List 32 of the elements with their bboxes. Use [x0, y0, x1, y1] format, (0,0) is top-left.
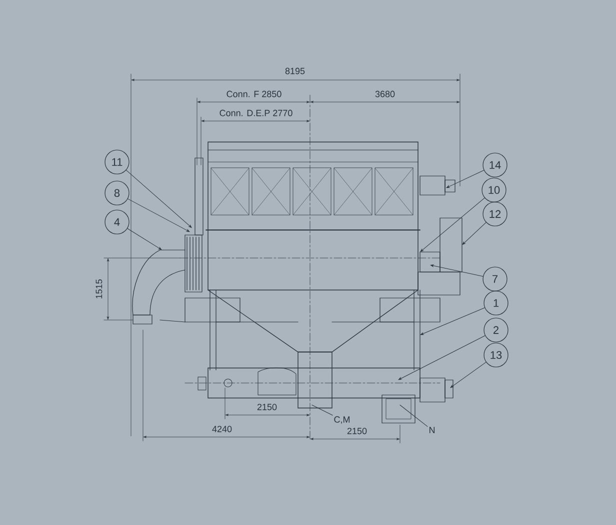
dimension-label: 1515: [96, 279, 102, 298]
leader-line: [446, 170, 484, 188]
leader-line: [312, 404, 333, 416]
dimension-label: 3680: [375, 90, 395, 98]
leader-line: [126, 170, 192, 228]
leader-line: [400, 404, 428, 427]
dimension-label: 4240: [212, 426, 232, 432]
leader-line: [430, 264, 484, 277]
callout-number: 11: [104, 150, 130, 174]
callout-number: 4: [104, 210, 130, 234]
dimension-label: 2150: [257, 404, 277, 410]
leader-line: [127, 228, 162, 250]
callout-number: 13: [484, 342, 508, 368]
callout-number: 8: [104, 180, 130, 206]
leader-line: [420, 308, 485, 335]
dimension-label: Conn. D.E.P 2770: [220, 110, 292, 116]
leader-line: [450, 362, 486, 388]
leader-line: [462, 222, 486, 245]
callout-number: 14: [482, 152, 508, 178]
dimension-label: Conn. F 2850: [226, 90, 282, 98]
dimension-label: 8195: [285, 68, 305, 74]
part-label: C,M: [334, 416, 350, 424]
leader-line: [128, 198, 190, 232]
callout-number: 12: [482, 202, 508, 226]
callout-number: 2: [484, 318, 508, 342]
leader-line: [420, 198, 485, 252]
dimension-label: 2150: [347, 428, 367, 434]
callout-number: 7: [482, 266, 508, 292]
callout-number: 1: [484, 290, 508, 316]
part-label: N: [430, 426, 435, 434]
leader-line: [398, 335, 486, 380]
callout-number: 10: [482, 178, 506, 202]
